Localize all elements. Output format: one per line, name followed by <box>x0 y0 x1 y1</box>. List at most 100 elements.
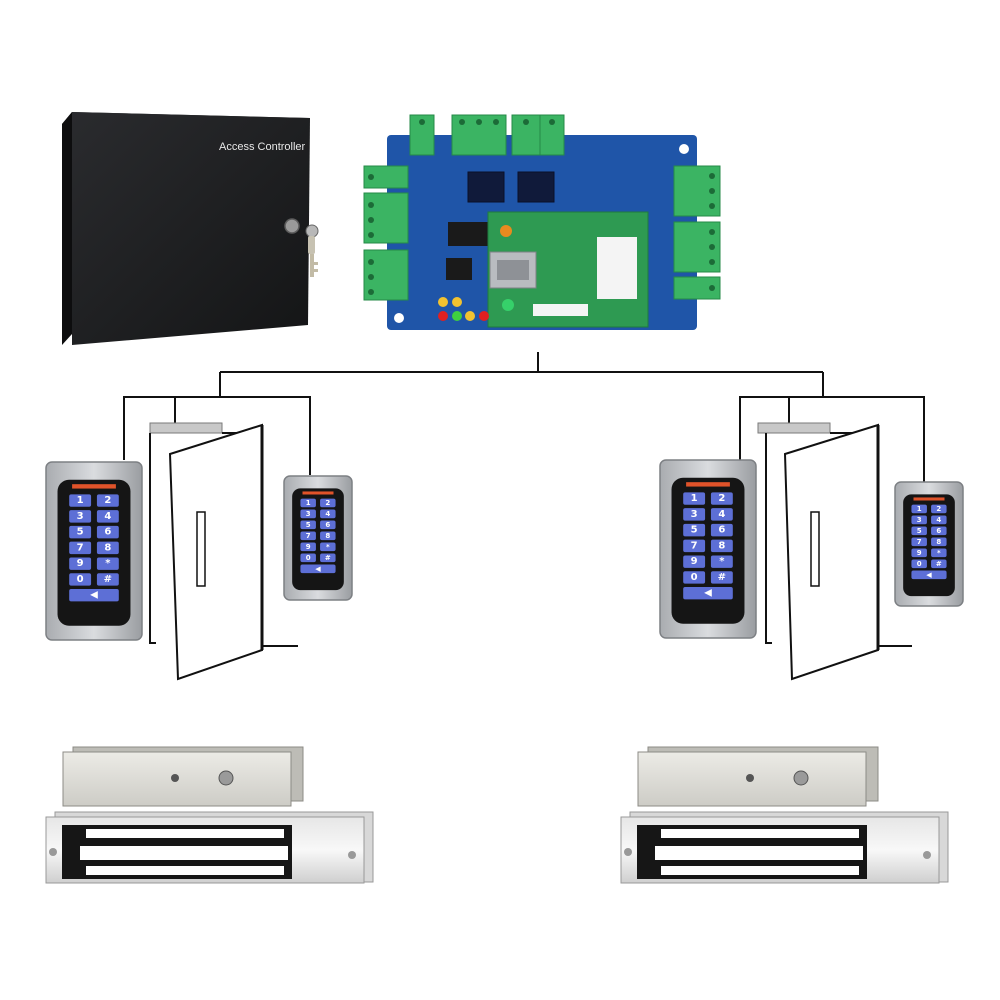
keypad-key-label: 1 <box>77 495 84 506</box>
keypad-key-#[interactable] <box>710 571 733 584</box>
mounting-hole-icon <box>679 144 689 154</box>
keypad-key-9[interactable] <box>683 555 706 568</box>
left-door-wire <box>123 396 311 475</box>
keypad-key-1[interactable] <box>911 504 927 514</box>
keypad-key-6[interactable] <box>96 525 119 539</box>
terminal-blocks-top <box>409 114 565 156</box>
keypad-key-label: 9 <box>306 543 311 551</box>
keypad-key-1[interactable] <box>683 492 706 505</box>
keypad-key-5[interactable] <box>69 525 92 539</box>
right-door-wire <box>739 396 925 482</box>
keypad-indicator-strip <box>72 484 116 489</box>
relay <box>517 171 555 203</box>
keypad-key-4[interactable] <box>320 509 336 519</box>
keypad-key-2[interactable] <box>96 494 119 507</box>
keypad-key-6[interactable] <box>931 526 947 536</box>
keypad-key-label: 4 <box>325 510 330 518</box>
keypad-key-5[interactable] <box>300 520 316 530</box>
keypad-key-3[interactable] <box>911 515 927 525</box>
keypad-key-*[interactable] <box>931 548 947 558</box>
keypad-key-label: 7 <box>306 532 311 540</box>
keypad-key-9[interactable] <box>300 542 316 552</box>
keypad-key-*[interactable] <box>96 557 119 570</box>
keypad-key-4[interactable] <box>931 515 947 525</box>
door-handle <box>810 511 820 587</box>
keypad-key-label: 2 <box>104 495 111 506</box>
keypad-key-0[interactable] <box>69 573 92 586</box>
bell-icon: ◀ <box>926 571 932 579</box>
keypad-key-label: 7 <box>691 540 698 551</box>
bell-icon: ◀ <box>704 588 712 599</box>
keypad-key-3[interactable] <box>69 510 92 523</box>
keypad-key-0[interactable] <box>911 559 927 569</box>
keypad-key-7[interactable] <box>300 531 316 541</box>
keypad-key-7[interactable] <box>911 537 927 547</box>
keypad-key-label: 1 <box>306 499 311 507</box>
keypad-key-6[interactable] <box>320 520 336 530</box>
keypad-key-label: 0 <box>691 572 698 583</box>
keypad-key-label: 8 <box>936 538 941 546</box>
keypad-bell-button[interactable] <box>683 586 733 600</box>
keypad-key-3[interactable] <box>683 508 706 521</box>
keypad-key-label: 1 <box>691 493 698 504</box>
keypad-key-5[interactable] <box>911 526 927 536</box>
status-led <box>438 297 448 307</box>
keypad-key-8[interactable] <box>710 539 733 553</box>
keypad-key-label: 1 <box>917 505 922 513</box>
keypad-key-0[interactable] <box>300 553 316 563</box>
keypad-key-7[interactable] <box>69 541 92 555</box>
keypad-key-9[interactable] <box>911 548 927 558</box>
keypad-key-2[interactable] <box>710 492 733 505</box>
keypad-key-#[interactable] <box>931 559 947 569</box>
keypad-key-label: 6 <box>325 521 330 529</box>
keypad-key-0[interactable] <box>683 571 706 584</box>
keypad-key-label: * <box>719 556 725 567</box>
keypad-bell-button[interactable] <box>300 564 336 574</box>
door-leaf <box>783 423 879 681</box>
keypad-key-label: 6 <box>718 525 725 536</box>
keypad-key-*[interactable] <box>320 542 336 552</box>
keypad-key-#[interactable] <box>96 573 119 586</box>
keypad-key-label: 9 <box>77 558 84 569</box>
keypad-key-label: 7 <box>77 542 84 553</box>
keypad-key-7[interactable] <box>683 539 706 553</box>
door-maglock-icon <box>757 422 831 434</box>
keypad-key-label: 5 <box>77 527 84 538</box>
keypad-panel <box>903 494 955 597</box>
keypad-key-3[interactable] <box>300 509 316 519</box>
keypad-key-8[interactable] <box>96 541 119 555</box>
keypad-key-6[interactable] <box>710 523 733 537</box>
keypad-key-2[interactable] <box>320 498 336 508</box>
keypad-key-8[interactable] <box>931 537 947 547</box>
door-frame <box>765 433 772 644</box>
relay <box>467 171 505 203</box>
keypad-key-2[interactable] <box>931 504 947 514</box>
keypad-key-label: # <box>104 574 112 585</box>
keypad-key-label: 4 <box>936 516 941 524</box>
keypad-key-1[interactable] <box>300 498 316 508</box>
keypad-bell-button[interactable] <box>911 570 947 580</box>
keypad-key-4[interactable] <box>710 508 733 521</box>
keypad-key-label: 8 <box>104 542 111 553</box>
keypad-key-5[interactable] <box>683 523 706 537</box>
keypad-bell-button[interactable] <box>69 588 119 602</box>
keypad-key-*[interactable] <box>710 555 733 568</box>
keypad-indicator-strip <box>913 497 945 501</box>
keypad-key-4[interactable] <box>96 510 119 523</box>
keypad-panel <box>292 488 344 591</box>
status-led <box>479 311 489 321</box>
keypad-key-9[interactable] <box>69 557 92 570</box>
keypad-key-label: 5 <box>917 527 922 535</box>
keypad-key-8[interactable] <box>320 531 336 541</box>
left-magnetic-lock <box>45 746 374 884</box>
door-handle <box>196 511 206 587</box>
keypad-key-#[interactable] <box>320 553 336 563</box>
keypad-key-1[interactable] <box>69 494 92 507</box>
keypad-key-label: 0 <box>77 574 84 585</box>
right-door-assembly <box>757 422 912 681</box>
keypad-key-label: 2 <box>936 505 941 513</box>
